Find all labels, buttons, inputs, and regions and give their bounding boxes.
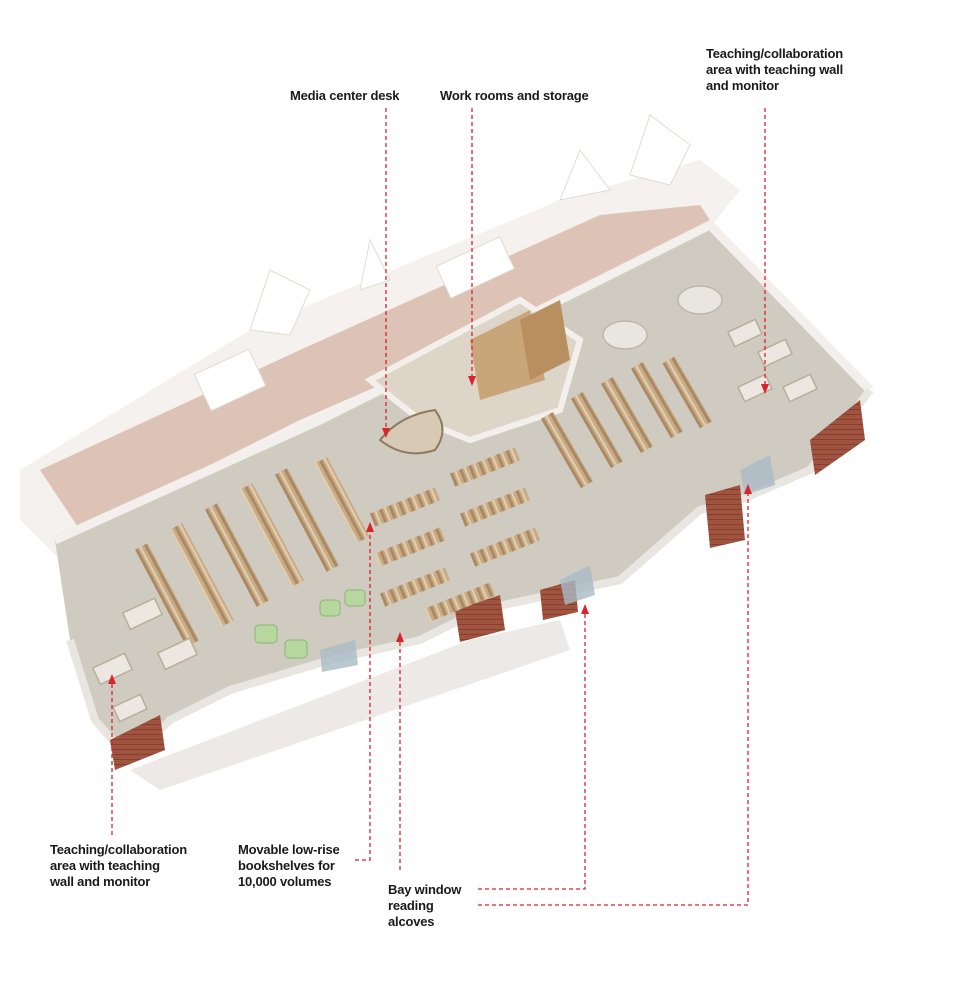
callout-line: reading — [388, 898, 434, 913]
lounge-seats — [254, 589, 366, 659]
brick-facade — [110, 400, 865, 770]
leader-bookshelves — [355, 528, 371, 861]
callout-teaching-right: Teaching/collaboration area with teachin… — [706, 46, 843, 94]
callout-line: Movable low-rise — [238, 842, 340, 857]
callout-line: and monitor — [706, 78, 779, 93]
teaching-tables-right — [727, 318, 818, 403]
callout-line: Media center desk — [290, 88, 400, 103]
round-tables — [602, 285, 723, 350]
right-bookshelves — [540, 356, 713, 489]
callout-line: bookshelves for — [238, 858, 335, 873]
callout-bookshelves: Movable low-rise bookshelves for 10,000 … — [238, 842, 340, 890]
work-rooms-block — [364, 296, 584, 444]
callout-line: Work rooms and storage — [440, 88, 589, 103]
callout-line: area with teaching wall — [706, 62, 843, 77]
teaching-tables-left — [91, 597, 199, 723]
media-desk — [378, 408, 444, 455]
left-bookshelves — [134, 456, 370, 647]
callout-media-desk: Media center desk — [290, 88, 400, 104]
callout-line: Teaching/collaboration — [706, 46, 843, 61]
callout-line: 10,000 volumes — [238, 874, 332, 889]
lower-terrace — [130, 620, 570, 790]
arched-facade — [193, 114, 691, 412]
callout-bay-window: Bay window reading alcoves — [388, 882, 461, 930]
leader-arrowheads — [108, 376, 769, 684]
callout-line: wall and monitor — [50, 874, 151, 889]
callout-line: Teaching/collaboration — [50, 842, 187, 857]
leader-bay-right — [478, 490, 749, 906]
callout-teaching-left: Teaching/collaboration area with teachin… — [50, 842, 187, 890]
low-rise-shelves — [369, 447, 541, 622]
callout-line: Bay window — [388, 882, 462, 897]
callout-work-rooms: Work rooms and storage — [440, 88, 589, 104]
leader-lines — [111, 108, 766, 906]
leader-bay-middle — [478, 610, 586, 890]
callout-line: area with teaching — [50, 858, 160, 873]
corridor — [40, 205, 720, 530]
bay-window-glass — [320, 455, 775, 672]
callout-line: alcoves — [388, 914, 435, 929]
